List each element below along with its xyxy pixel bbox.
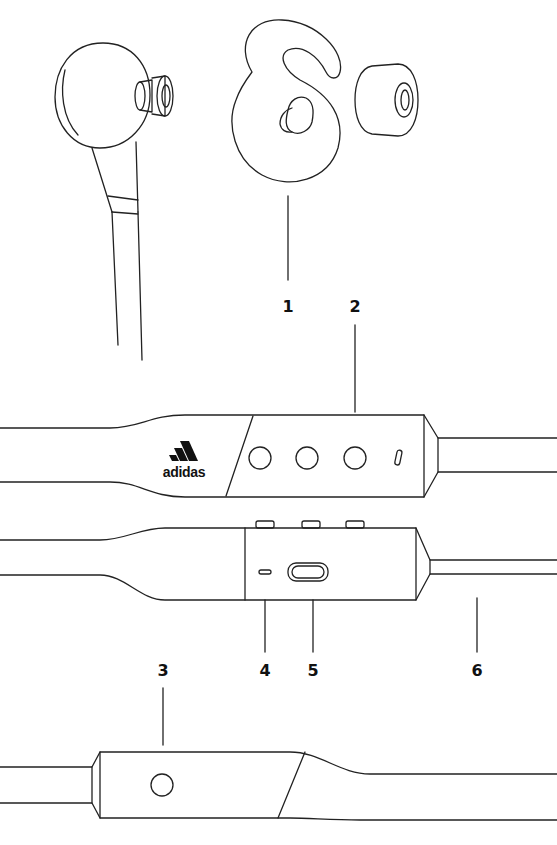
callout-number: 5 [305, 662, 320, 680]
adidas-logo-bars [169, 441, 198, 461]
control-unit-back [0, 752, 557, 820]
callout-number: 6 [469, 662, 484, 680]
ear-wing-drawing [232, 20, 341, 182]
earbud-drawing [55, 43, 173, 360]
callout-number: 1 [280, 298, 295, 316]
callout-number: 2 [347, 298, 362, 316]
control-unit-side [0, 521, 557, 600]
callout-number: 3 [155, 662, 170, 680]
callout-number: 4 [257, 662, 272, 680]
leader-lines [163, 196, 477, 745]
control-unit-front [0, 415, 557, 497]
ear-tip-drawing [355, 64, 418, 136]
brand-wordmark: adidas [162, 465, 207, 479]
